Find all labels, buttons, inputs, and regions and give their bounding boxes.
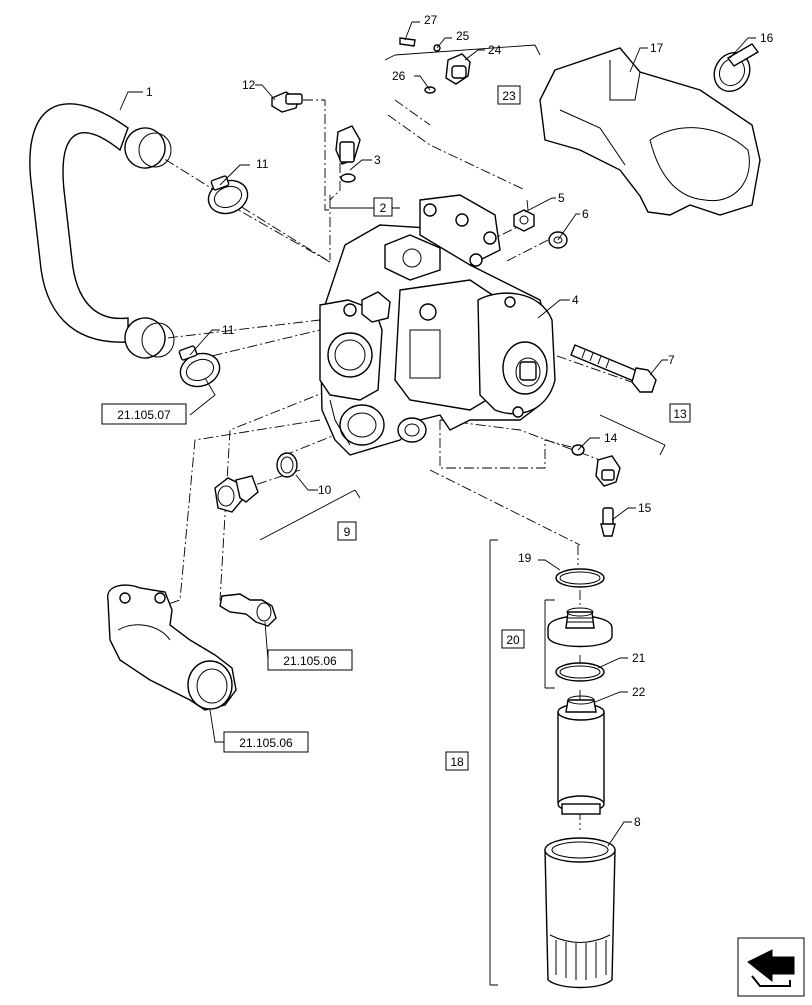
callout-7: 7 xyxy=(668,353,675,367)
filter-bowl-8 xyxy=(544,837,616,989)
callout-26: 26 xyxy=(392,69,406,83)
callout-6: 6 xyxy=(582,207,589,221)
callout-13: 13 xyxy=(673,407,687,421)
fitting-27 xyxy=(399,37,416,47)
leader-lines xyxy=(119,21,756,847)
fitting-12 xyxy=(271,91,303,113)
elbow-fitting-13 xyxy=(595,455,621,487)
callout-16: 16 xyxy=(760,31,774,45)
plug-fitting-9 xyxy=(214,475,259,513)
nut-5 xyxy=(513,209,535,232)
callout-20: 20 xyxy=(506,633,520,647)
hose-clamp-upper xyxy=(207,175,249,215)
callouts: 1 3 4 5 6 7 8 10 11 11 12 14 15 16 17 19… xyxy=(146,13,774,829)
callout-9: 9 xyxy=(344,525,351,539)
o-ring-10 xyxy=(276,452,298,478)
o-ring-19 xyxy=(555,568,605,588)
fitting-15 xyxy=(600,507,616,537)
elbow-flange xyxy=(107,584,237,711)
callout-12: 12 xyxy=(242,78,256,92)
callout-5: 5 xyxy=(558,191,565,205)
callout-2: 2 xyxy=(380,201,387,215)
filter-element-22 xyxy=(557,695,605,815)
pump-cover xyxy=(539,47,761,216)
elbow-fitting-2 xyxy=(335,125,361,183)
callout-23: 23 xyxy=(502,89,516,103)
hose-u-shaped xyxy=(29,103,175,359)
sensor xyxy=(219,593,277,627)
hydraulic-pump xyxy=(319,194,556,456)
reference-boxes: 21.105.07 21.105.06 21.105.06 xyxy=(101,403,353,753)
filter-head-20 xyxy=(547,607,613,648)
callout-3: 3 xyxy=(374,153,381,167)
callout-8: 8 xyxy=(634,815,641,829)
callout-21: 21 xyxy=(632,651,646,665)
reference-21-105-07: 21.105.07 xyxy=(117,408,171,422)
callout-4: 4 xyxy=(572,293,579,307)
callout-22: 22 xyxy=(632,685,646,699)
callout-10: 10 xyxy=(318,483,332,497)
group-brackets xyxy=(259,44,666,986)
callout-15: 15 xyxy=(638,501,652,515)
callout-11-lower: 11 xyxy=(222,323,235,337)
page-navigation-arrow-icon[interactable] xyxy=(737,937,805,997)
reference-21-105-06-flange: 21.105.06 xyxy=(239,736,293,750)
fitting-24 xyxy=(445,53,471,85)
callout-19: 19 xyxy=(518,551,532,565)
callout-11-upper: 11 xyxy=(256,157,269,171)
reference-21-105-06-sensor: 21.105.06 xyxy=(283,654,337,668)
callout-24: 24 xyxy=(488,43,502,57)
callout-18: 18 xyxy=(450,755,464,769)
callout-17: 17 xyxy=(650,41,664,55)
strap-clamp xyxy=(713,43,760,92)
bolt-7 xyxy=(570,344,657,393)
boxed-callouts: 2 9 13 18 20 23 xyxy=(337,85,691,771)
hose-clamp-lower xyxy=(178,345,221,388)
callout-14: 14 xyxy=(604,431,618,445)
o-ring-21 xyxy=(555,662,605,682)
callout-25: 25 xyxy=(456,29,470,43)
callout-27: 27 xyxy=(424,13,438,27)
callout-1: 1 xyxy=(146,85,153,99)
